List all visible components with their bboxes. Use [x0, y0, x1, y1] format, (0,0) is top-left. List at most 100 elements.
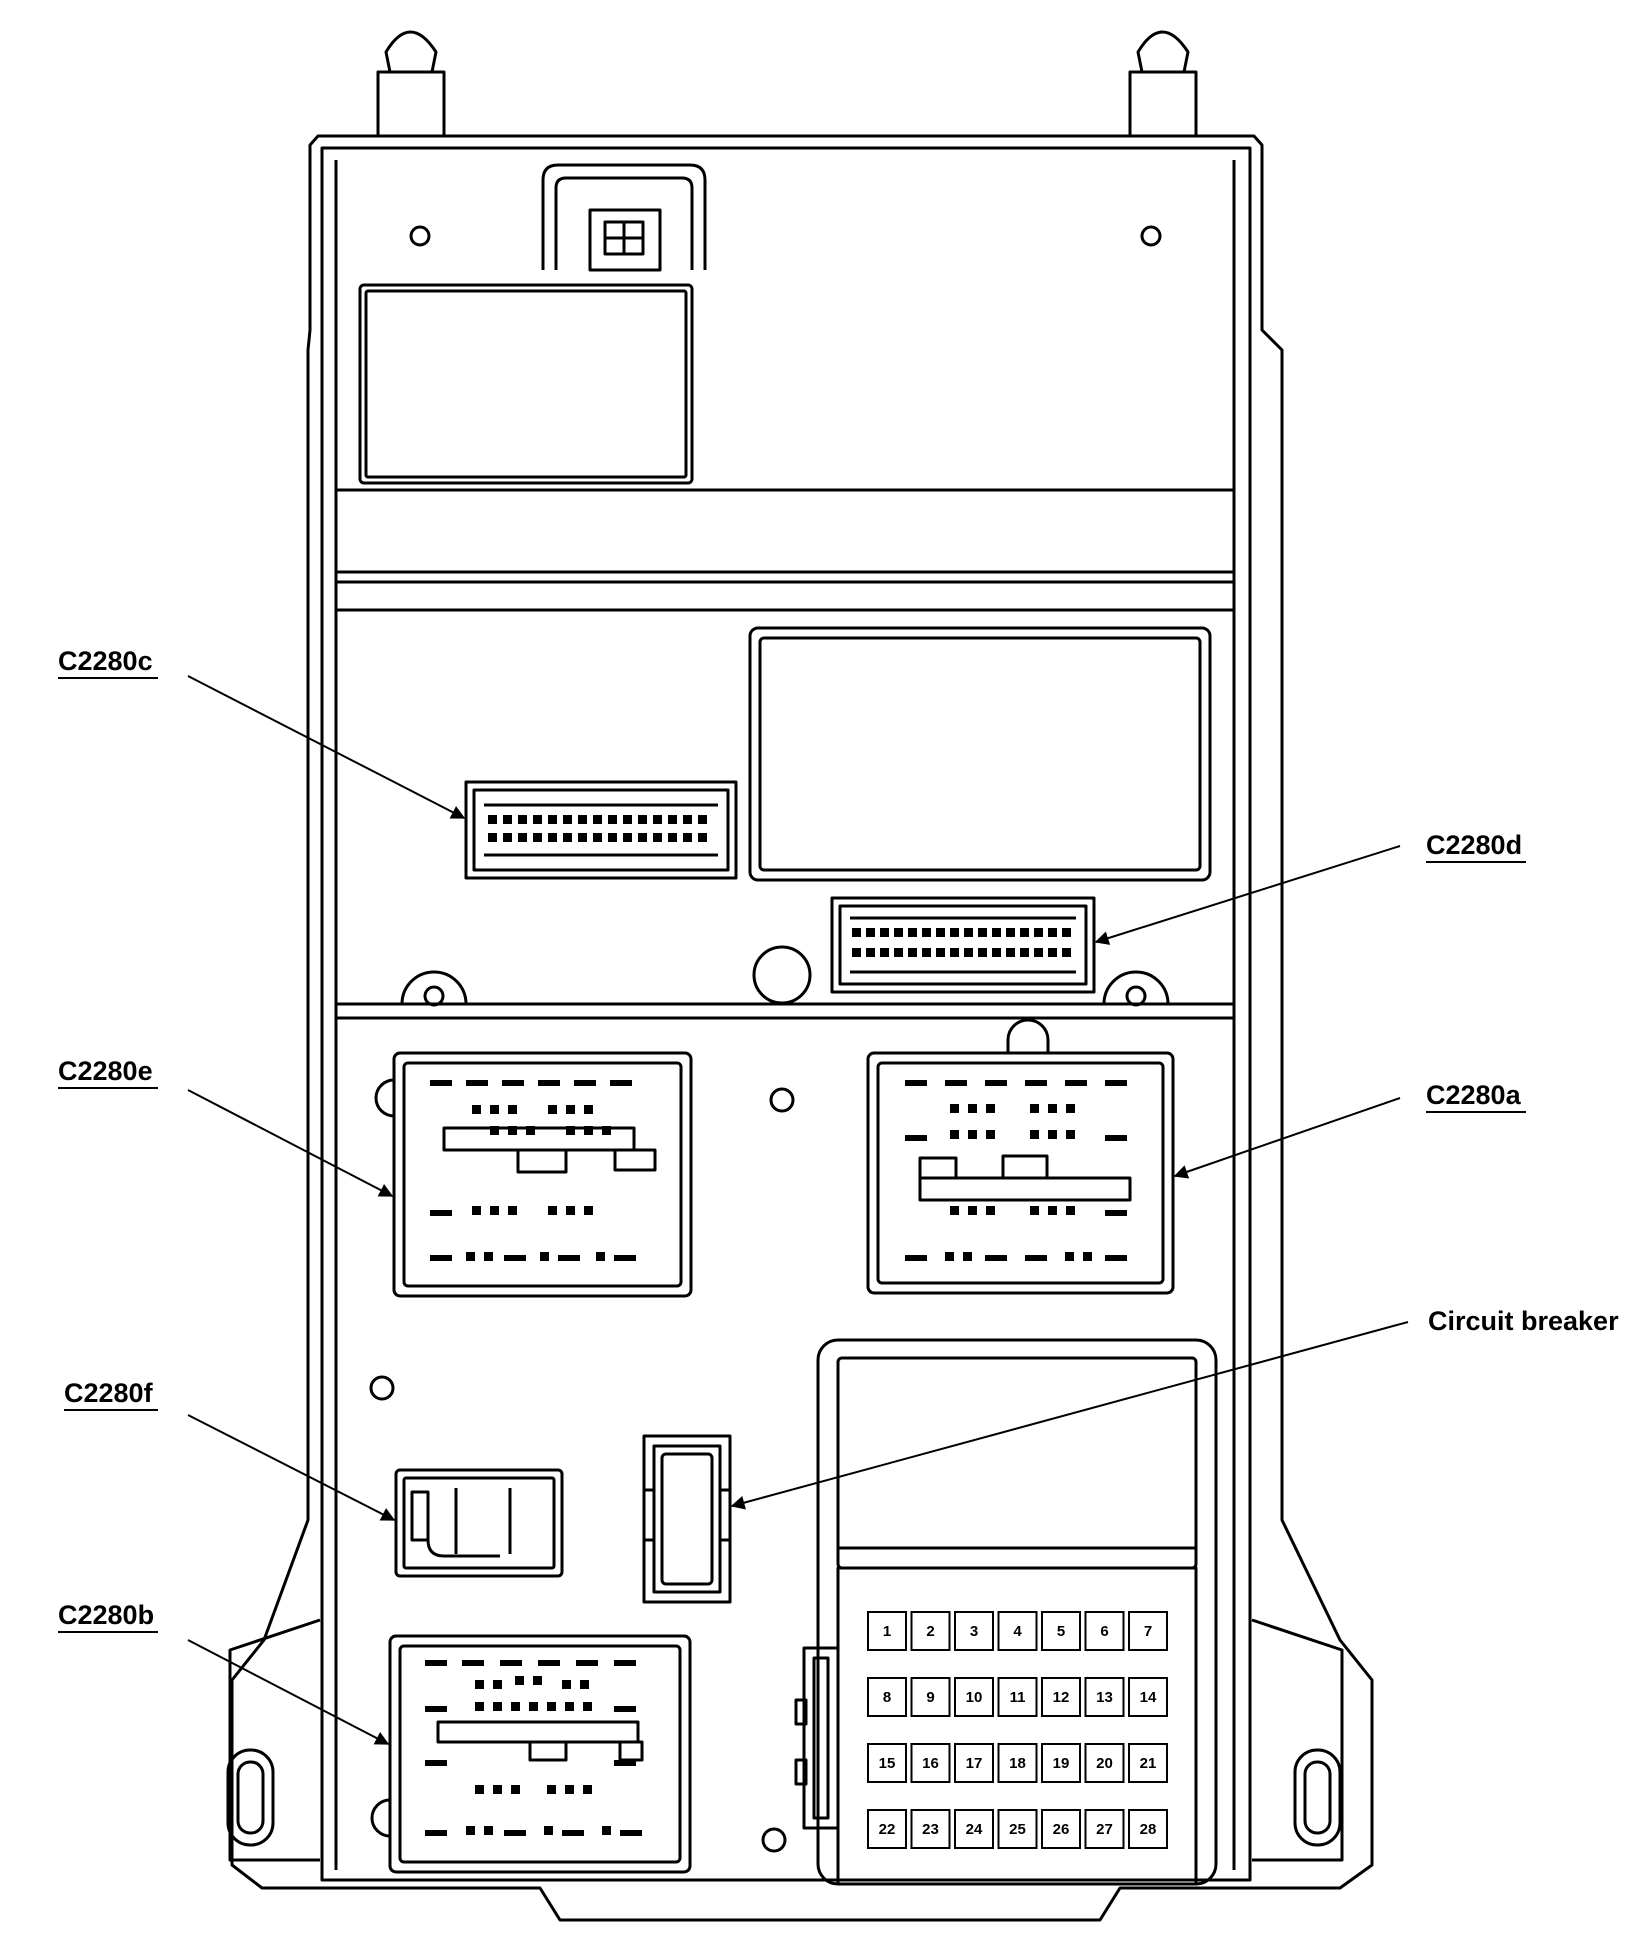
fuse-cell-4: 4: [997, 1611, 1038, 1651]
fuse-cell-27: 27: [1084, 1809, 1125, 1849]
fuse-number: 6: [1100, 1623, 1108, 1640]
fuse-cell-21: 21: [1128, 1743, 1168, 1783]
fuse-number: 3: [970, 1623, 978, 1640]
mounting-hole-lower-left: [369, 1375, 395, 1401]
round-boss-left: [400, 970, 468, 1007]
connector-c2280c-pins: [488, 815, 707, 842]
connector-c2280b: [370, 1634, 692, 1874]
label-circuit-breaker: Circuit breaker: [1428, 1306, 1619, 1336]
fuse-number: 5: [1057, 1623, 1065, 1640]
fuse-number: 18: [1009, 1755, 1026, 1772]
fuse-slot: [1084, 1809, 1125, 1849]
fuse-cell-10: 10: [954, 1677, 994, 1717]
connector-c2280d: [830, 896, 1096, 994]
fuse-slot: [910, 1809, 951, 1849]
fuse-block-housing: [794, 1338, 1218, 1886]
housing-outline: [230, 134, 1374, 1922]
fuse-slot: [867, 1677, 907, 1717]
fuse-cell-18: 18: [997, 1743, 1038, 1783]
mounting-hole-top-left: [409, 225, 431, 247]
connector-c2280a-pins: [905, 1080, 1127, 1261]
mounting-hole-bottom: [761, 1827, 787, 1853]
callout-arrow-c2280b: [187, 1639, 390, 1745]
fuse-slot: [1041, 1611, 1081, 1651]
fuse-slot: [954, 1677, 994, 1717]
fuse-cell-9: 9: [910, 1677, 951, 1717]
fuse-cell-5: 5: [1041, 1611, 1081, 1651]
fuse-number: 2: [926, 1623, 934, 1640]
fuse-number: 15: [879, 1755, 896, 1772]
fuse-slot: [1128, 1611, 1168, 1651]
label-c2280e: C2280e: [58, 1056, 153, 1086]
fuse-cell-17: 17: [954, 1743, 994, 1783]
fuse-slot: [1041, 1677, 1081, 1717]
middle-label-panel: [748, 626, 1212, 882]
callout-arrow-c2280d: [1094, 845, 1401, 945]
fuse-cell-15: 15: [867, 1743, 907, 1783]
callout-arrow-c2280c: [187, 675, 466, 819]
fuse-number: 13: [1096, 1689, 1113, 1706]
fuse-slot: [1084, 1677, 1125, 1717]
fuse-slot: [910, 1611, 951, 1651]
fuse-cell-7: 7: [1128, 1611, 1168, 1651]
label-c2280c: C2280c: [58, 646, 153, 676]
fuse-number: 10: [966, 1689, 983, 1706]
fuse-slot: [1084, 1611, 1125, 1651]
top-connector-housing: [541, 163, 707, 272]
fuse-slot: [997, 1743, 1038, 1783]
housing-ribs: [336, 488, 1234, 1020]
callout-arrow-c2280f: [187, 1414, 396, 1521]
fuse-cell-14: 14: [1128, 1677, 1168, 1717]
fuse-slot: [867, 1743, 907, 1783]
mounting-ear-right: [1251, 1618, 1344, 1862]
callout-arrows: [187, 675, 1409, 1745]
fuse-slot: [954, 1743, 994, 1783]
fuse-number: 24: [966, 1821, 983, 1838]
fuse-number: 14: [1140, 1689, 1157, 1706]
fuse-cell-26: 26: [1041, 1809, 1081, 1849]
label-c2280d: C2280d: [1426, 830, 1522, 860]
fuse-number: 8: [883, 1689, 891, 1706]
fuse-number: 21: [1140, 1755, 1157, 1772]
fuse-slot: [867, 1611, 907, 1651]
fuse-cell-11: 11: [997, 1677, 1038, 1717]
top-mounting-pin-right: [1128, 30, 1198, 135]
circuit-breaker-component: [642, 1434, 732, 1604]
top-mounting-pin-left: [376, 30, 446, 135]
connector-c2280e: [374, 1051, 693, 1298]
fuse-number: 7: [1144, 1623, 1152, 1640]
fuse-cell-3: 3: [954, 1611, 994, 1651]
round-boss-center: [752, 945, 812, 1005]
connector-c2280f: [394, 1468, 564, 1578]
fuse-cell-28: 28: [1128, 1809, 1168, 1849]
fuse-cell-23: 23: [910, 1809, 951, 1849]
label-c2280b: C2280b: [58, 1600, 154, 1630]
fuse-cell-19: 19: [1041, 1743, 1081, 1783]
connector-c2280e-pins: [430, 1080, 636, 1261]
fuse-number: 23: [922, 1821, 939, 1838]
connector-c2280a: [866, 1018, 1175, 1295]
callout-arrow-c2280a: [1173, 1097, 1401, 1179]
fuse-slot: [1041, 1743, 1081, 1783]
fuse-slot: [1128, 1677, 1168, 1717]
label-underlines: [58, 677, 1526, 1633]
label-c2280f: C2280f: [64, 1378, 154, 1408]
connector-c2280d-pins: [852, 928, 1071, 957]
connector-c2280b-pins: [425, 1660, 642, 1836]
fuse-number: 9: [926, 1689, 934, 1706]
fuse-cell-2: 2: [910, 1611, 951, 1651]
fuse-number: 25: [1009, 1821, 1026, 1838]
fuse-cell-12: 12: [1041, 1677, 1081, 1717]
mounting-hole-top-right: [1140, 225, 1162, 247]
fuse-number: 20: [1096, 1755, 1113, 1772]
fuse-cell-1: 1: [867, 1611, 907, 1651]
label-c2280a: C2280a: [1426, 1080, 1522, 1110]
fuse-cell-13: 13: [1084, 1677, 1125, 1717]
fuse-slot: [1084, 1743, 1125, 1783]
fuse-number: 22: [879, 1821, 896, 1838]
fuse-number: 28: [1140, 1821, 1157, 1838]
fuse-slot: [867, 1809, 907, 1849]
callout-arrow-c2280e: [187, 1089, 394, 1197]
